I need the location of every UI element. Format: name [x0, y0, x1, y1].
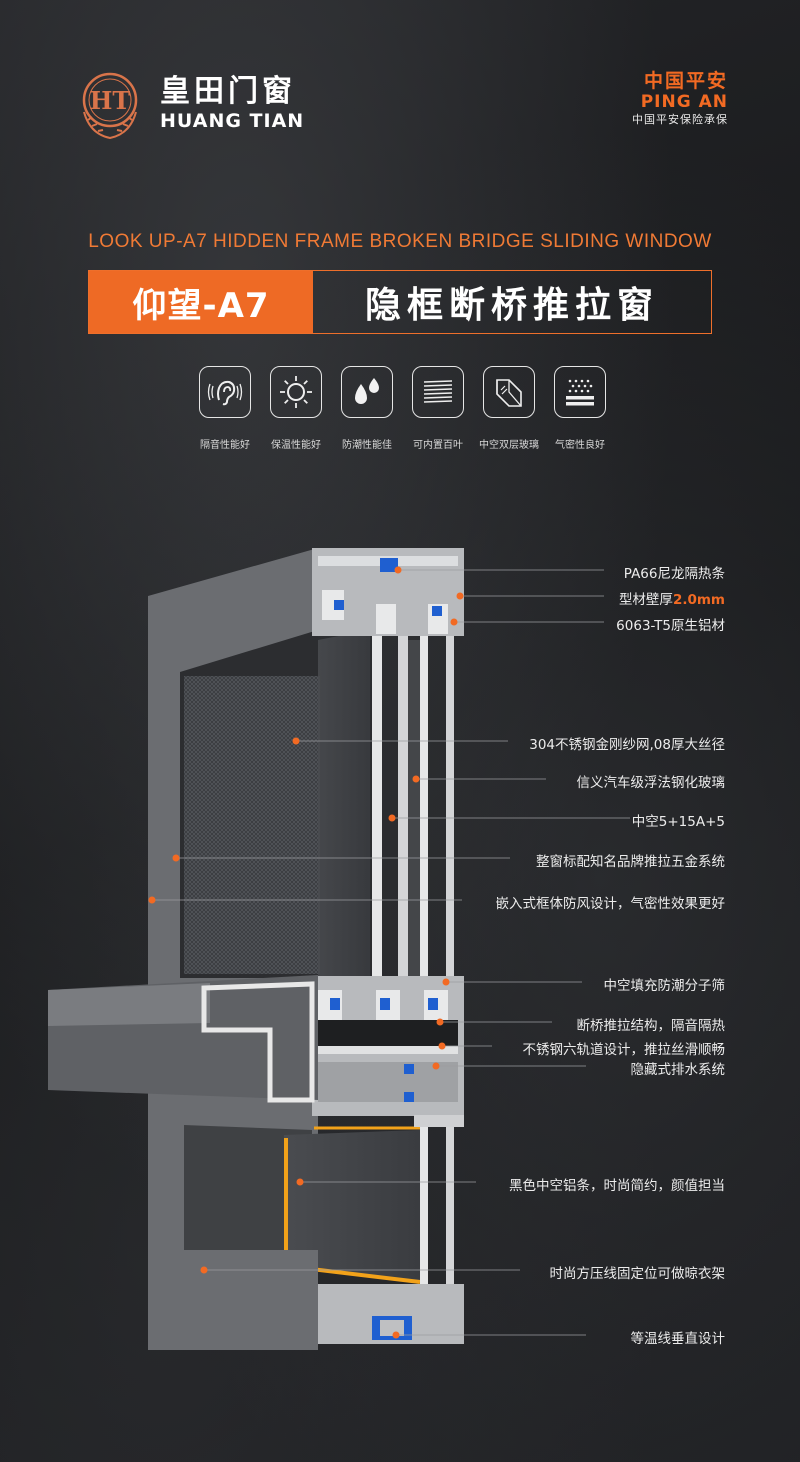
brand-name-en: HUANG TIAN — [160, 110, 305, 132]
stainless-mesh — [184, 676, 320, 974]
pa66-strip — [380, 558, 398, 572]
callout-text: 型材壁厚 — [618, 592, 673, 608]
feature-label: 保温性能好 — [271, 440, 321, 451]
feature-label: 可内置百叶 — [413, 440, 463, 451]
callout-label: 时尚方压线固定位可做晾衣架 — [549, 1266, 726, 1282]
callout-label: 整窗标配知名品牌推拉五金系统 — [536, 854, 725, 870]
callout-label: 等温线垂直设计 — [630, 1331, 726, 1347]
feature-item: 防潮性能佳 — [340, 366, 394, 451]
fixed-glass — [284, 1130, 420, 1282]
logo-mark-text: HT — [90, 86, 131, 115]
callout-label: 隐藏式排水系统 — [630, 1062, 726, 1078]
feature-item: 可内置百叶 — [411, 366, 465, 451]
callout-label: 信义汽车级浮法钢化玻璃 — [576, 775, 726, 791]
brand-logo: HT 皇田门窗 HUANG TIAN — [70, 64, 304, 144]
callout-label: 中空填充防潮分子筛 — [603, 978, 726, 994]
product-model: 仰望-A7 — [89, 271, 313, 333]
glass-edge-2 — [398, 636, 408, 976]
partner-name-en: PING AN — [640, 92, 728, 112]
callout-highlight: 2.0mm — [672, 592, 725, 608]
callout-label: 嵌入式框体防风设计，气密性效果更好 — [495, 896, 726, 912]
glass-layers-icon — [496, 379, 522, 407]
feature-label: 隔音性能好 — [200, 440, 250, 451]
feature-label: 气密性良好 — [555, 440, 605, 451]
feature-item: 隔音性能好 — [198, 366, 252, 451]
callout-label: 黑色中空铝条，时尚简约，颜值担当 — [509, 1178, 725, 1194]
callout-label: 中空5+15A+5 — [631, 814, 725, 830]
callout-label: 不锈钢六轨道设计，推拉丝滑顺畅 — [522, 1042, 726, 1058]
partner-logo: 中国平安 PING AN 中国平安保险承保 — [632, 70, 728, 128]
callout-label: PA66尼龙隔热条 — [623, 566, 725, 582]
lower-opening — [184, 1125, 312, 1270]
glass-edge-4 — [446, 636, 454, 976]
feature-icons: 隔音性能好 保温性能好 防潮性能佳 — [198, 366, 607, 451]
sun-icon — [280, 376, 312, 408]
product-title-en: LOOK UP-A7 HIDDEN FRAME BROKEN BRIDGE SL… — [88, 231, 712, 252]
airtight-icon — [566, 379, 594, 406]
feature-item: 中空双层玻璃 — [479, 366, 539, 451]
feature-label: 防潮性能佳 — [342, 440, 392, 451]
brand-name-cn: 皇田门窗 — [160, 74, 296, 109]
callout-label: 断桥推拉结构，隔音隔热 — [576, 1018, 726, 1034]
huangtian-logo-icon: HT — [82, 72, 138, 140]
product-title-box: 仰望-A7 隐框断桥推拉窗 — [88, 270, 712, 334]
blinds-icon — [423, 380, 453, 403]
glass-edge-1 — [372, 636, 382, 976]
feature-item: 保温性能好 — [269, 366, 323, 451]
callout-label: 6063-T5原生铝材 — [616, 618, 725, 634]
feature-label: 中空双层玻璃 — [479, 440, 539, 451]
glass-edge-3 — [420, 636, 428, 976]
water-drops-icon — [355, 378, 379, 404]
ear-icon — [207, 380, 243, 406]
partner-name-cn: 中国平安 — [643, 70, 728, 92]
glass-pane — [318, 630, 370, 978]
callout-label: 型材壁厚2.0mm — [619, 588, 725, 608]
callout-label: 304不锈钢金刚纱网,08厚大丝径 — [529, 737, 725, 753]
feature-item: 气密性良好 — [553, 366, 607, 451]
partner-subtitle: 中国平安保险承保 — [632, 113, 728, 126]
product-name: 隐框断桥推拉窗 — [364, 285, 659, 326]
